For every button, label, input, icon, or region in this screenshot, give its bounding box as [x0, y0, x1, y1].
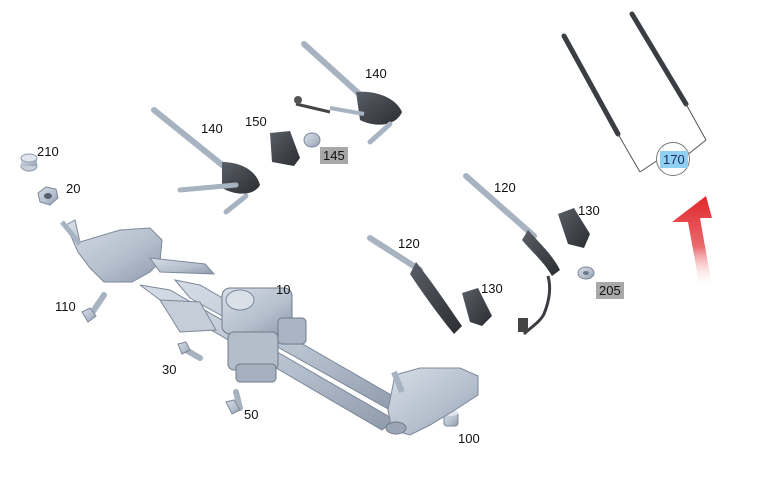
part-130-left-cap — [462, 288, 492, 326]
part-210-cap — [20, 153, 38, 172]
label-140-right: 140 — [365, 66, 387, 81]
label-100: 100 — [458, 431, 480, 446]
red-arrow — [672, 196, 712, 288]
part-50-bolt — [225, 389, 243, 415]
label-50: 50 — [244, 407, 259, 422]
label-130-right: 130 — [578, 203, 600, 218]
label-10: 10 — [276, 282, 291, 297]
label-130-left: 130 — [481, 281, 503, 296]
label-110: 110 — [55, 299, 76, 314]
label-170: 170 — [660, 151, 688, 168]
part-170-struts — [561, 11, 707, 173]
label-30: 30 — [162, 362, 177, 377]
part-150-cover — [270, 131, 300, 166]
label-20: 20 — [66, 181, 81, 196]
label-120-right: 120 — [494, 180, 516, 195]
part-140-right-arm — [294, 41, 402, 145]
part-20-nut — [37, 186, 59, 206]
part-205-washer — [577, 266, 595, 280]
label-140-left: 140 — [201, 121, 223, 136]
part-110-bolt — [81, 292, 107, 323]
label-210: 210 — [37, 144, 59, 159]
label-145: 145 — [320, 147, 348, 164]
part-120-right-arm — [463, 173, 560, 336]
label-120-left: 120 — [398, 236, 420, 251]
part-30-bolt — [177, 341, 203, 361]
part-10-linkage — [60, 219, 479, 436]
label-150: 150 — [245, 114, 267, 129]
part-140-left-arm — [151, 107, 260, 215]
part-130-right-cap — [558, 208, 590, 248]
label-205: 205 — [596, 282, 624, 299]
part-145-clip — [303, 132, 321, 148]
part-120-left-arm — [367, 235, 462, 334]
